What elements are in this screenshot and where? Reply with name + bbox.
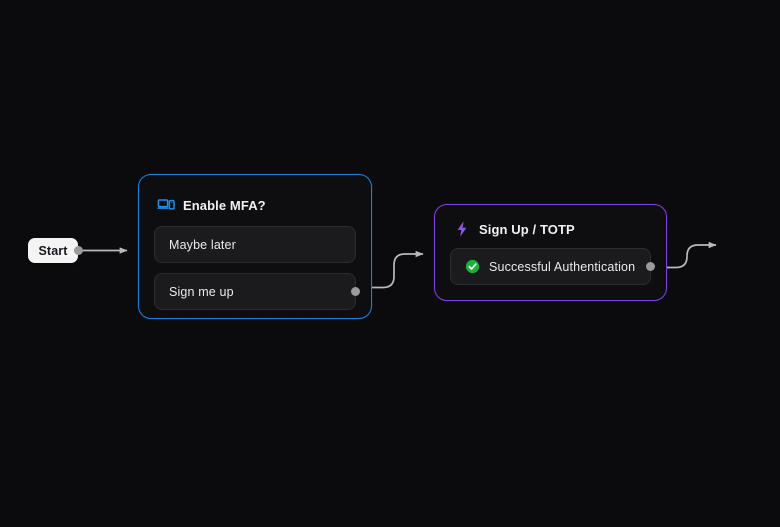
node-sign-up-totp-title: Sign Up / TOTP — [479, 221, 575, 237]
row-successful-authentication[interactable]: Successful Authentication — [450, 248, 655, 285]
lightning-bolt-icon — [453, 220, 471, 238]
row-sign-me-up[interactable]: Sign me up — [154, 273, 360, 310]
start-node-output-handle[interactable] — [74, 246, 83, 255]
row-sign-me-up-output-handle[interactable] — [350, 287, 360, 296]
row-sign-me-up-label: Sign me up — [169, 284, 234, 299]
node-sign-up-totp-rows: Successful Authentication — [435, 248, 666, 285]
row-successful-authentication-output-handle[interactable] — [645, 262, 655, 271]
devices-icon — [157, 196, 175, 214]
start-node-label: Start — [38, 243, 68, 258]
node-enable-mfa-title: Enable MFA? — [183, 197, 266, 213]
node-sign-up-totp[interactable]: Sign Up / TOTP Successful Authentication — [434, 204, 667, 301]
node-enable-mfa[interactable]: Enable MFA? Maybe later Sign me up — [138, 174, 372, 319]
row-maybe-later[interactable]: Maybe later — [154, 226, 356, 263]
node-enable-mfa-header: Enable MFA? — [139, 187, 371, 223]
row-successful-authentication-label: Successful Authentication — [489, 259, 636, 274]
row-maybe-later-label: Maybe later — [169, 237, 236, 252]
start-node[interactable]: Start — [28, 238, 78, 263]
node-enable-mfa-rows: Maybe later Sign me up — [139, 226, 371, 310]
check-circle-icon — [465, 259, 480, 274]
node-sign-up-totp-header: Sign Up / TOTP — [435, 211, 666, 247]
